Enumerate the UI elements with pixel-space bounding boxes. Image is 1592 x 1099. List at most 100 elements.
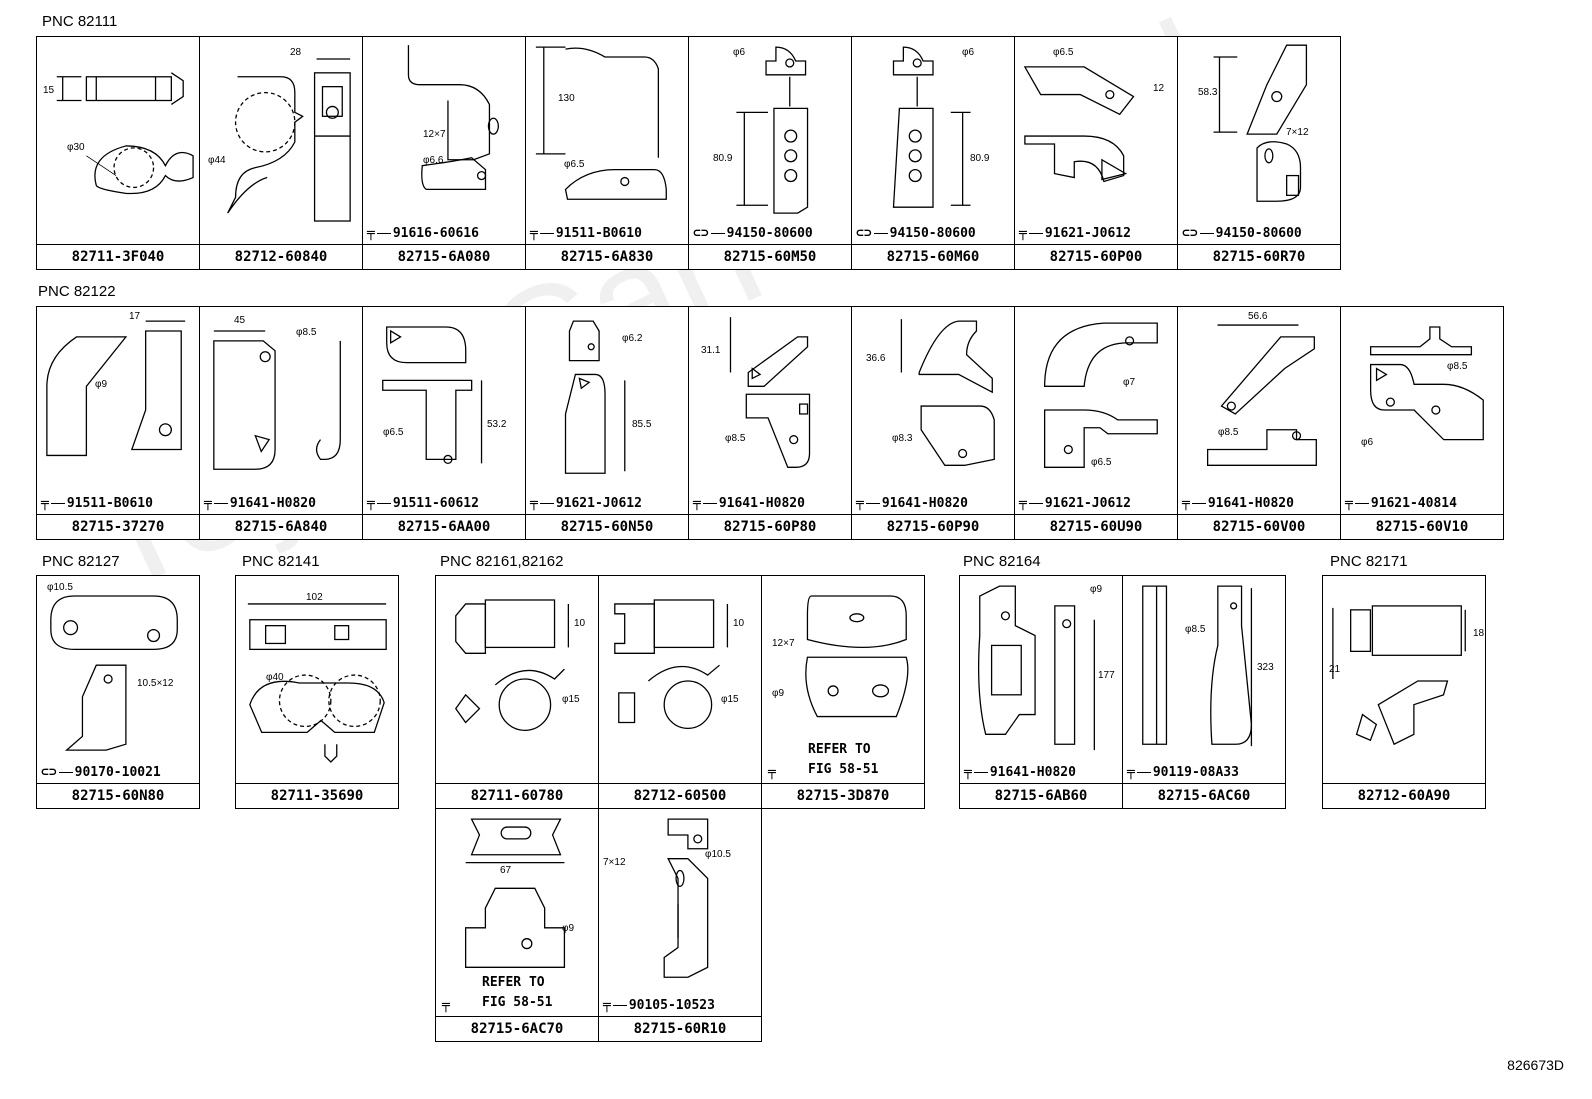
pnc-label-82122: PNC 82122 <box>38 283 116 300</box>
nut-icon: ⊂⊃ <box>693 226 709 241</box>
part-cell[interactable]: φ6 80.9 ⊂⊃94150-80600 82715-60M60 <box>851 36 1015 270</box>
part-number[interactable]: 82715-6AA00 <box>363 514 525 539</box>
part-cell[interactable]: 36.6 φ8.3 ╤91641-H0820 82715-60P90 <box>851 306 1015 540</box>
part-number[interactable]: 82715-60M50 <box>689 244 851 269</box>
fastener-bolt: ╤90119-08A33 <box>1127 765 1239 780</box>
bracket-drawing <box>1043 322 1158 468</box>
dim-label: 28 <box>290 47 302 58</box>
dim-label: φ6 <box>1361 437 1374 448</box>
part-cell[interactable]: 45 φ8.5 ╤91641-H0820 82715-6A840 <box>199 306 363 540</box>
clamp-drawing <box>56 72 194 195</box>
part-number[interactable]: 82712-60A90 <box>1323 783 1485 808</box>
part-cell[interactable]: φ8.5 φ6 ╤91621-40814 82715-60V10 <box>1340 306 1504 540</box>
part-number[interactable]: 82715-6AB60 <box>960 783 1122 808</box>
fastener-bolt: ╤91511-B0610 <box>41 496 153 511</box>
part-cell[interactable]: 18 21 82712-60A90 <box>1322 575 1486 809</box>
part-number[interactable]: 82712-60840 <box>200 244 362 269</box>
bolt-icon: ╤ <box>367 226 375 241</box>
part-cell[interactable]: 28 φ44 82712-60840 <box>199 36 363 270</box>
dim-label: φ6 <box>733 47 746 58</box>
part-cell[interactable]: φ6.5 12 ╤91621-J0612 82715-60P00 <box>1014 36 1178 270</box>
nut-icon: ⊂⊃ <box>1182 226 1198 241</box>
dim-label: φ9 <box>562 923 575 934</box>
fastener-bolt: ╤91621-J0612 <box>530 496 642 511</box>
part-number[interactable]: 82715-60R70 <box>1178 244 1340 269</box>
part-number[interactable]: 82715-60V00 <box>1178 514 1340 539</box>
part-cell[interactable]: φ6 80.9 ⊂⊃94150-80600 82715-60M50 <box>688 36 852 270</box>
part-cell[interactable]: 31.1 φ8.5 ╤91641-H0820 82715-60P80 <box>688 306 852 540</box>
part-number[interactable]: 82715-60P00 <box>1015 244 1177 269</box>
part-cell[interactable]: 102 φ40 82711-35690 <box>235 575 399 809</box>
pnc-label-82164: PNC 82164 <box>963 553 1041 570</box>
bracket-drawing <box>1142 585 1253 747</box>
bolt-icon: ╤ <box>693 496 701 511</box>
part-number[interactable]: 82715-60N50 <box>526 514 688 539</box>
dim-label: φ8.5 <box>725 433 746 444</box>
fastener-nut: ⊂⊃94150-80600 <box>693 226 813 241</box>
part-cell[interactable]: φ6.2 85.5 ╤91621-J0612 82715-60N50 <box>525 306 689 540</box>
dim-label: φ6.5 <box>1091 457 1112 468</box>
dim-label: φ44 <box>208 155 226 166</box>
bracket-drawing <box>805 595 909 718</box>
dim-label: φ9 <box>772 688 785 699</box>
part-number[interactable]: 82711-35690 <box>236 783 398 808</box>
part-cell[interactable]: 10 φ15 82712-60500 <box>598 575 762 809</box>
part-cell[interactable]: φ10.5 10.5×12 ⊂⊃90170-10021 82715-60N80 <box>36 575 200 809</box>
fastener-bolt: ╤91621-J0612 <box>1019 226 1131 241</box>
dim-label: 177 <box>1098 670 1115 681</box>
part-number[interactable]: 82715-60V10 <box>1341 514 1503 539</box>
part-cell[interactable]: φ9 177 ╤91641-H0820 82715-6AB60 <box>959 575 1123 809</box>
dim-label: 53.2 <box>487 419 507 430</box>
part-cell[interactable]: 56.6 φ8.5 ╤91641-H0820 82715-60V00 <box>1177 306 1341 540</box>
part-number[interactable]: 82715-60P90 <box>852 514 1014 539</box>
part-number[interactable]: 82715-6AC60 <box>1123 783 1285 808</box>
part-cell[interactable]: φ8.5 323 ╤90119-08A33 82715-6AC60 <box>1122 575 1286 809</box>
bolt-icon: ╤ <box>603 998 611 1013</box>
fastener-bolt: ╤91641-H0820 <box>204 496 316 511</box>
part-cell[interactable]: 58.3 7×12 ⊂⊃94150-80600 82715-60R70 <box>1177 36 1341 270</box>
dim-label: 56.6 <box>1248 311 1268 322</box>
part-cell[interactable]: φ7 φ6.5 ╤91621-J0612 82715-60U90 <box>1014 306 1178 540</box>
part-cell[interactable]: 15 φ30 82711-3F040 <box>36 36 200 270</box>
part-number[interactable]: 82715-60R10 <box>599 1016 761 1041</box>
bolt-icon: ╤ <box>1182 496 1190 511</box>
part-number[interactable]: 82715-3D870 <box>762 783 924 808</box>
part-number[interactable]: 82715-6A830 <box>526 244 688 269</box>
part-cell[interactable]: 12×7 φ6.6 ╤91616-60616 82715-6A080 <box>362 36 526 270</box>
part-cell[interactable]: 130 φ6.5 ╤91511-B0610 82715-6A830 <box>525 36 689 270</box>
part-number[interactable]: 82715-6A840 <box>200 514 362 539</box>
part-number[interactable]: 82712-60500 <box>599 783 761 808</box>
part-number[interactable]: 82711-60780 <box>436 783 598 808</box>
pnc-label-82141: PNC 82141 <box>242 553 320 570</box>
part-number[interactable]: 82715-60M60 <box>852 244 1014 269</box>
part-number[interactable]: 82715-6AC70 <box>436 1016 598 1041</box>
dim-label: φ7 <box>1123 377 1136 388</box>
part-cell[interactable]: 17 φ9 ╤91511-B0610 82715-37270 <box>36 306 200 540</box>
part-number[interactable]: 82715-37270 <box>37 514 199 539</box>
part-number[interactable]: 82711-3F040 <box>37 244 199 269</box>
part-cell[interactable]: 53.2 φ6.5 ╤91511-60612 82715-6AA00 <box>362 306 526 540</box>
dim-label: 12×7 <box>423 129 446 140</box>
fastener-bolt: ╤91511-B0610 <box>530 226 642 241</box>
part-number[interactable]: 82715-60P80 <box>689 514 851 539</box>
part-number[interactable]: 82715-6A080 <box>363 244 525 269</box>
dim-label: 15 <box>43 85 55 96</box>
dim-label: 12 <box>1153 83 1165 94</box>
dim-label: φ30 <box>67 142 85 153</box>
part-number[interactable]: 82715-60U90 <box>1015 514 1177 539</box>
part-cell[interactable]: 10 φ15 82711-60780 <box>435 575 599 809</box>
dim-label: 10 <box>574 618 586 629</box>
part-number[interactable]: 82715-60N80 <box>37 783 199 808</box>
dim-label: φ10.5 <box>47 582 73 593</box>
dim-label: φ6.5 <box>383 427 404 438</box>
part-cell[interactable]: 7×12 φ10.5 ╤90105-10523 82715-60R10 <box>598 808 762 1042</box>
dim-label: 31.1 <box>701 345 721 356</box>
fastener-bolt: ╤91511-60612 <box>367 496 479 511</box>
dim-label: 7×12 <box>1286 127 1309 138</box>
dim-label: φ15 <box>721 694 739 705</box>
dim-label: 58.3 <box>1198 87 1218 98</box>
pnc-label-82111: PNC 82111 <box>42 13 118 30</box>
dim-label: φ6.5 <box>564 159 585 170</box>
